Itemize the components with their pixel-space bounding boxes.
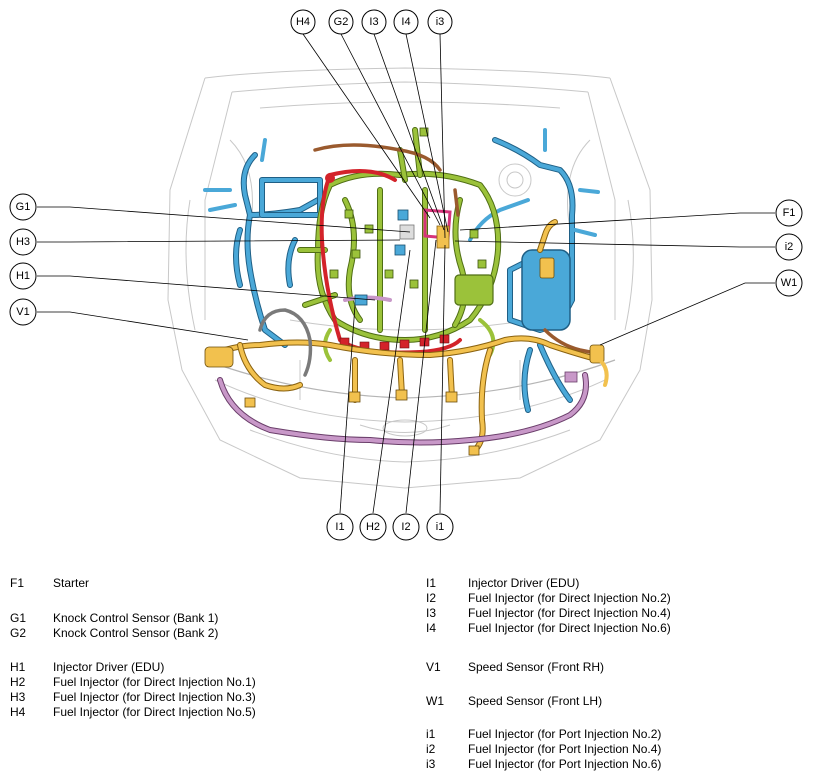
injector-cluster	[354, 208, 452, 306]
callout-H2: H2	[359, 513, 387, 541]
svg-text:H3: H3	[16, 236, 30, 248]
callout-I4: I4	[393, 9, 419, 35]
svg-text:i3: i3	[436, 16, 445, 28]
svg-text:H4: H4	[296, 16, 310, 28]
svg-text:G1: G1	[16, 201, 31, 213]
callout-I2: I2	[392, 513, 420, 541]
svg-text:I2: I2	[401, 521, 410, 533]
engine-wiring-diagram: H4 G2 I3 I4 i3 G1 H3 H1 V1 F1 i2 W1 I1 H…	[9, 9, 803, 541]
callout-V1: V1	[9, 298, 37, 326]
callout-H1: H1	[9, 262, 37, 290]
svg-text:F1: F1	[783, 207, 796, 219]
callout-i1: i1	[426, 513, 454, 541]
callout-I3: I3	[361, 9, 387, 35]
svg-text:G2: G2	[334, 16, 349, 28]
svg-text:I4: I4	[401, 16, 410, 28]
svg-text:V1: V1	[16, 306, 29, 318]
callout-I1: I1	[326, 513, 354, 541]
svg-text:H2: H2	[366, 521, 380, 533]
callout-H3: H3	[9, 228, 37, 256]
callout-G2: G2	[328, 9, 354, 35]
harness-brown	[313, 143, 592, 354]
callout-i2: i2	[775, 233, 803, 261]
leader-lines	[37, 33, 775, 514]
harness-orange	[204, 219, 609, 456]
svg-text:W1: W1	[781, 277, 798, 289]
svg-text:I1: I1	[335, 521, 344, 533]
svg-text:i2: i2	[785, 241, 794, 253]
harness-grey	[258, 308, 313, 377]
svg-text:i1: i1	[436, 521, 445, 533]
callout-G1: G1	[9, 193, 37, 221]
callout-i3: i3	[427, 9, 453, 35]
callout-W1: W1	[775, 269, 803, 297]
callout-H4: H4	[290, 9, 316, 35]
svg-text:I3: I3	[369, 16, 378, 28]
svg-text:H1: H1	[16, 270, 30, 282]
callout-F1: F1	[775, 199, 803, 227]
